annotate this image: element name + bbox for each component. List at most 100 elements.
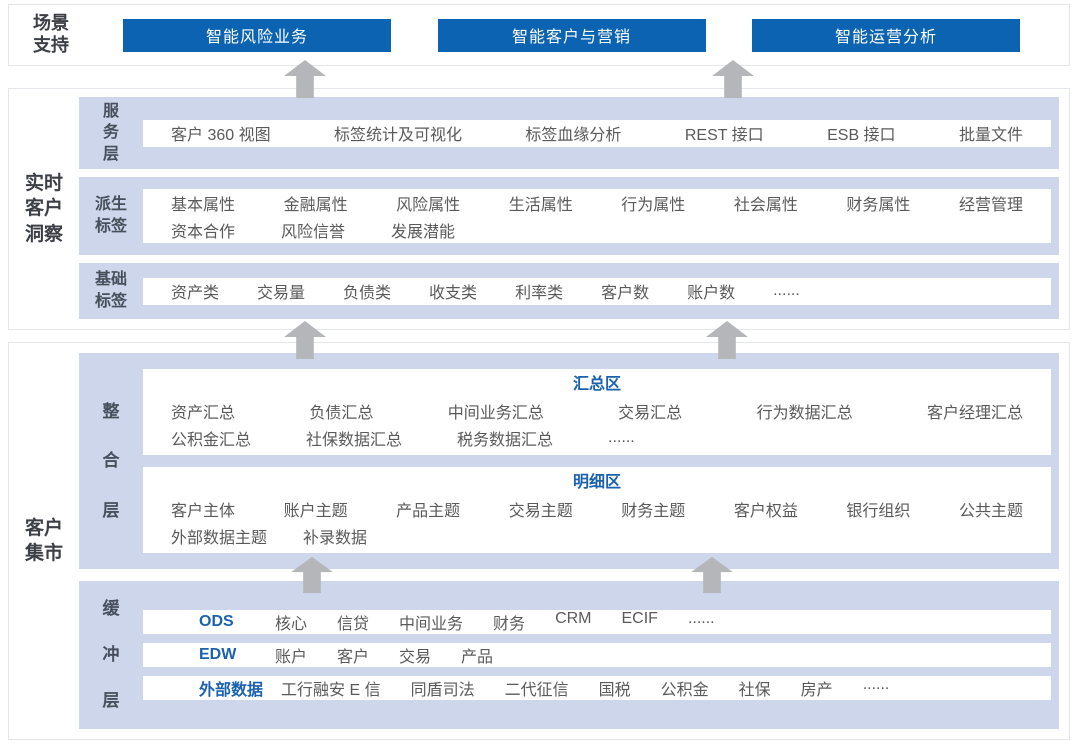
item-label: 房产 [800,682,833,699]
item-label: 资本合作 [171,223,236,241]
item-label: 公积金汇总 [171,431,252,449]
node-smart-risk-business: 智能风险业务 [123,18,391,52]
insight-layers: 服 务 层 客户 360 视图 标签统计及可视化 标签血缘分析 REST 接口 ESB … [79,89,1069,329]
detail-zone-row-1: 客户主体 账户主题 产品主题 交易主题 财务主题 客户权益 银行组织 公共主题 [143,495,1051,522]
mart-layers: 整 合 层 汇总区 资产汇总 负债汇总 中间业务汇总 交易汇总 行为数据汇总 客户经理汇总… [79,343,1069,739]
derived-tags-row-1: 基本属性金融属性风险属性生活属性行为属性社会属性财务属性经营管理 [143,189,1051,216]
realtime-insight-label: 实时 客户 洞察 [24,173,63,245]
ods-label: ODS [199,613,234,630]
item-label: 负债汇总 [309,404,374,422]
item-label: 资产汇总 [171,404,236,422]
item-label: 客户数 [601,285,650,302]
item-label: 交易汇总 [618,404,683,422]
item-label: 行为数据汇总 [756,404,853,422]
item-label: 基本属性 [171,196,236,214]
item-label: 账户数 [687,285,736,302]
summary-zone: 汇总区 资产汇总 负债汇总 中间业务汇总 交易汇总 行为数据汇总 客户经理汇总 公积金汇总… [143,369,1051,455]
item-label: 风险信誉 [281,223,346,241]
item-label: 公共主题 [958,502,1023,520]
item-label: 公积金 [660,682,709,699]
node-smart-customer-marketing: 智能客户与营销 [437,18,706,52]
item-label: 账户主题 [283,502,348,520]
item-label: ESB 接口 [827,127,896,144]
item-label: 交易量 [257,285,306,302]
summary-zone-row-1: 资产汇总 负债汇总 中间业务汇总 交易汇总 行为数据汇总 客户经理汇总 [143,397,1051,424]
summary-zone-row-2: 公积金汇总 社保数据汇总 税务数据汇总...... [143,424,1051,451]
item-label: 外部数据主题 [171,529,268,547]
item-label: 客户 360 视图 [171,127,271,144]
basic-tags-label: 基础 标签 [94,271,127,310]
item-label: 客户经理汇总 [926,404,1023,422]
item-label: 同盾司法 [410,682,475,699]
item-label: 二代征信 [504,682,569,699]
item-label: 产品主题 [396,502,461,520]
item-label: 批量文件 [958,127,1023,144]
service-layer-label: 服 务 层 [102,102,119,163]
item-label: 客户权益 [733,502,798,520]
item-label: ...... [862,676,890,693]
item-label: 账户 [275,649,308,666]
node-smart-operation-analysis: 智能运营分析 [752,18,1020,52]
item-label: 补录数据 [303,529,368,547]
service-layer-box: 客户 360 视图 标签统计及可视化 标签血缘分析 REST 接口 ESB 接口 批量文件 [143,119,1051,147]
integration-layer-band: 整 合 层 汇总区 资产汇总 负债汇总 中间业务汇总 交易汇总 行为数据汇总 客户经理汇总… [79,353,1059,569]
scenario-support-section: 场景 支持 智能风险业务 智能客户与营销 智能运营分析 [8,4,1070,66]
item-label: 风险属性 [396,196,461,214]
scenario-buttons-row: 智能风险业务 智能客户与营销 智能运营分析 [83,18,1069,52]
item-label: 银行组织 [846,502,911,520]
detail-zone: 明细区 客户主体 账户主题 产品主题 交易主题 财务主题 客户权益 银行组织 公共主题 外部数… [143,467,1051,553]
item-label: 标签血缘分析 [525,127,622,144]
item-label: 经营管理 [958,196,1023,214]
integration-zones: 汇总区 资产汇总 负债汇总 中间业务汇总 交易汇总 行为数据汇总 客户经理汇总 公积金汇总… [143,369,1051,553]
item-label: 收支类 [429,285,478,302]
buffer-row-edw: EDW 账户客户交易产品 [143,643,1051,667]
item-label: 社保 [738,682,771,699]
item-label: 金融属性 [283,196,348,214]
detail-zone-title: 明细区 [572,474,621,491]
item-label: 利率类 [515,285,564,302]
derived-tags-box: 基本属性金融属性风险属性生活属性行为属性社会属性财务属性经营管理 资本合作风险信… [143,189,1051,243]
item-label: 行为属性 [621,196,686,214]
item-label: 生活属性 [508,196,573,214]
realtime-insight-section: 实时 客户 洞察 服 务 层 客户 360 视图 标签统计及可视化 标签血缘分析 RE… [8,88,1070,330]
customer-mart-section: 客户 集市 整 合 层 汇总区 资产汇总 负债汇总 中间业务汇总 交易汇总 行为数据汇总… [8,342,1070,740]
item-label: 负债类 [343,285,392,302]
item-label: 中间业务汇总 [447,404,544,422]
edw-items: 账户客户交易产品 [275,643,493,667]
item-label: 交易主题 [508,502,573,520]
item-label: 财务主题 [621,502,686,520]
customer-mart-label: 客户 集市 [24,517,63,564]
item-label: CRM [555,610,592,627]
item-label: 资产类 [171,285,220,302]
item-label: 产品 [461,649,494,666]
buffer-row-external-data: 外部数据 工行融安 E 信同盾司法二代征信国税公积金社保房产...... [143,676,1051,700]
item-label: 客户 [337,649,370,666]
integration-layer-label: 整 合 层 [102,402,120,520]
item-label: 标签统计及可视化 [334,127,463,144]
item-label: 社保数据汇总 [306,431,403,449]
item-label: 客户主体 [171,502,236,520]
item-label: REST 接口 [684,127,764,144]
item-label: ...... [608,428,635,446]
service-layer-band: 服 务 层 客户 360 视图 标签统计及可视化 标签血缘分析 REST 接口 ESB … [79,97,1059,169]
basic-tags-box: 资产类交易量负债类收支类利率类客户数账户数...... [143,277,1051,305]
derived-tags-row-2: 资本合作 风险信誉 发展潜能 [143,216,1051,243]
item-label: 税务数据汇总 [457,431,554,449]
item-label: 社会属性 [733,196,798,214]
item-label: 发展潜能 [391,223,456,241]
derived-tags-band: 派生 标签 基本属性金融属性风险属性生活属性行为属性社会属性财务属性经营管理 资… [79,177,1059,255]
summary-zone-title: 汇总区 [572,376,621,393]
item-label: 信贷 [337,616,370,633]
external-data-items: 工行融安 E 信同盾司法二代征信国税公积金社保房产...... [281,676,889,700]
detail-zone-row-2: 外部数据主题 补录数据 [143,522,1051,549]
basic-tags-row: 资产类交易量负债类收支类利率类客户数账户数...... [143,278,1051,305]
item-label: 财务 [493,616,526,633]
item-label: ECIF [621,610,658,627]
item-label: 中间业务 [399,616,464,633]
item-label: 核心 [275,616,308,633]
service-items-row: 客户 360 视图 标签统计及可视化 标签血缘分析 REST 接口 ESB 接口 批量文件 [143,120,1051,147]
